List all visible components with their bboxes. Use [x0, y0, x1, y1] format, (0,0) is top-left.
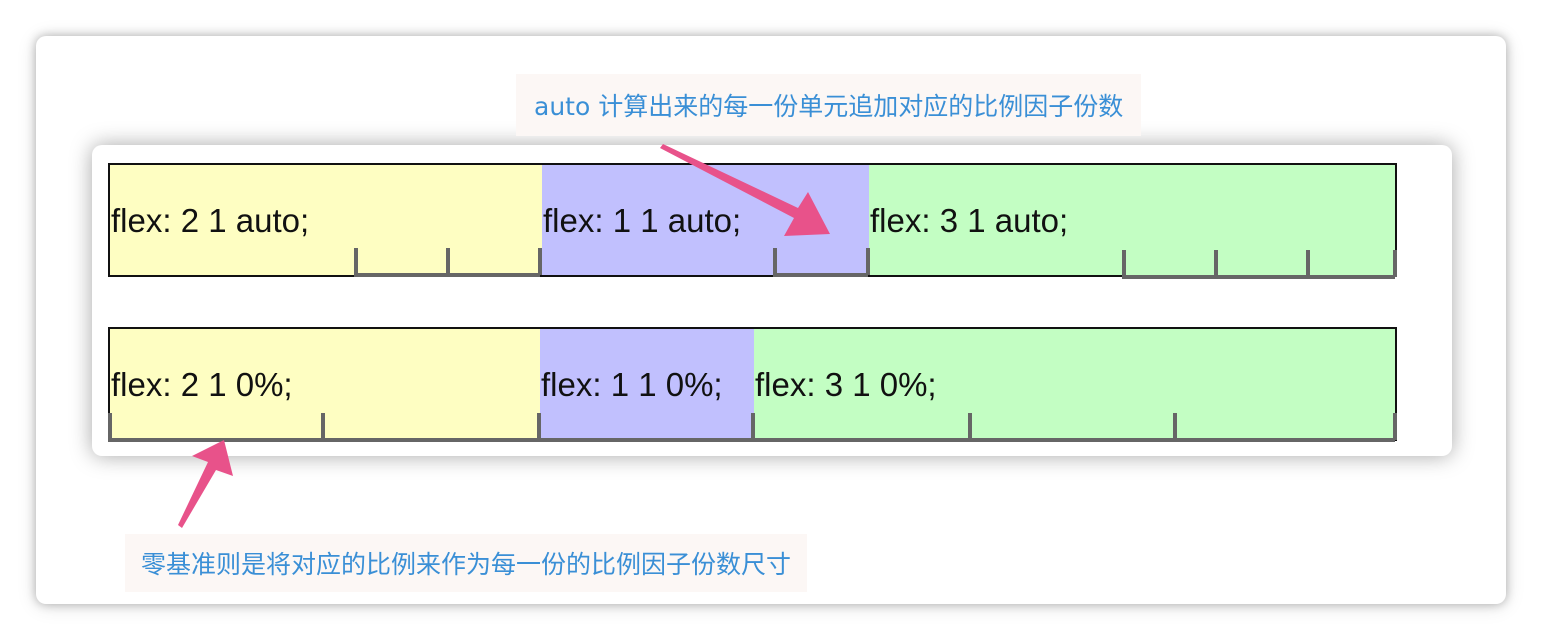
zero-basis-callout: 零基准则是将对应的比例来作为每一份的比例因子份数尺寸	[125, 534, 808, 592]
flex-item-label: flex: 2 1 0%;	[111, 365, 293, 403]
flex-item-3-1-auto: flex: 3 1 auto;	[869, 165, 1395, 275]
flex-item-label: flex: 2 1 auto;	[111, 201, 310, 239]
flex-auto-row: flex: 2 1 auto; flex: 1 1 auto; flex: 3 …	[108, 163, 1397, 277]
flex-item-1-1-0: flex: 1 1 0%;	[540, 329, 754, 439]
flex-item-label: flex: 3 1 auto;	[870, 201, 1069, 239]
flex-item-2-1-0: flex: 2 1 0%;	[110, 329, 540, 439]
flex-item-label: flex: 1 1 0%;	[541, 365, 723, 403]
flex-item-label: flex: 3 1 0%;	[755, 365, 937, 403]
flex-item-2-1-auto: flex: 2 1 auto;	[110, 165, 542, 275]
flex-item-3-1-0: flex: 3 1 0%;	[754, 329, 1395, 439]
flex-item-1-1-auto: flex: 1 1 auto;	[542, 165, 869, 275]
flex-zero-basis-row: flex: 2 1 0%; flex: 1 1 0%; flex: 3 1 0%…	[108, 327, 1397, 441]
auto-basis-callout: auto 计算出来的每一份单元追加对应的比例因子份数	[516, 74, 1142, 136]
flex-item-label: flex: 1 1 auto;	[543, 201, 742, 239]
